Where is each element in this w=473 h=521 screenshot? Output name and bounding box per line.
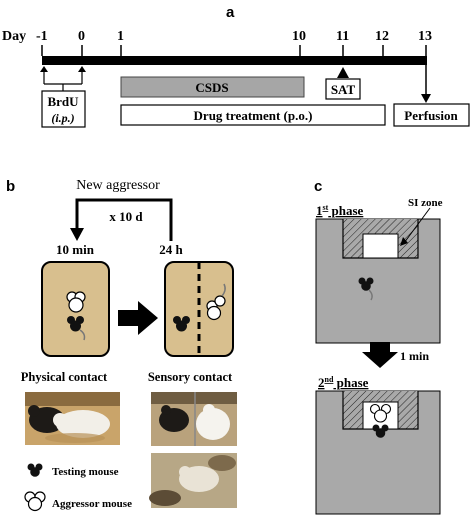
si-zone-pointer [403, 207, 431, 244]
si-zone-label: SI zone [408, 197, 443, 209]
time-left-label: 10 min [56, 242, 95, 257]
tick-label-minus1: -1 [36, 29, 48, 44]
aggressor-mouse-sensory [206, 283, 226, 321]
sat-label: SAT [331, 82, 356, 97]
panel-c-label: c [314, 178, 322, 195]
csds-label: CSDS [195, 80, 228, 95]
testing-mouse-sensory [173, 316, 190, 332]
perfusion-box [393, 103, 470, 127]
time-right-label: 24 h [159, 242, 183, 257]
testing-mouse-phase1 [358, 277, 374, 301]
phase1-label: 1st phase [316, 203, 364, 218]
panel-b-label: b [6, 178, 15, 195]
brdu-arrows [40, 66, 86, 91]
tick-label-11: 11 [336, 29, 349, 44]
tick-label-13: 13 [418, 29, 432, 44]
testing-mouse-physical [67, 316, 86, 341]
photo-physical-contact [25, 392, 120, 445]
photo-sensory-contact-2 [149, 453, 237, 508]
testing-mouse-phase2 [372, 424, 389, 438]
physical-contact-label: Physical contact [21, 370, 108, 384]
loop-arrow [70, 198, 173, 241]
aggressor-mouse-physical [66, 291, 86, 313]
phase2-label: 2nd phase [318, 375, 369, 390]
brdu-box [41, 90, 86, 128]
legend-testing-icon [27, 463, 43, 477]
perfusion-label: Perfusion [404, 108, 458, 123]
sat-box [325, 78, 361, 100]
new-aggressor-label: New aggressor [76, 178, 160, 193]
day-prefix: Day [2, 29, 26, 44]
brdu-label: BrdU [47, 94, 79, 109]
legend-aggressor-icon [24, 491, 46, 512]
panel-a-label: a [226, 4, 235, 21]
csds-bar [120, 76, 305, 98]
sat-marker [337, 67, 349, 78]
tick-label-1: 1 [117, 29, 124, 44]
brdu-route: (i.p.) [51, 111, 74, 125]
aggressor-mouse-phase2 [369, 403, 392, 423]
interval-label: 1 min [400, 349, 429, 363]
transition-arrow [118, 301, 158, 335]
phase-transition-arrow [362, 342, 398, 368]
legend-aggressor-label: Aggressor mouse [52, 498, 132, 510]
tick-label-12: 12 [375, 29, 389, 44]
tick-label-0: 0 [78, 29, 85, 44]
photo-sensory-contact-1 [151, 392, 237, 446]
timeline-bar [42, 56, 427, 65]
drug-treatment-label: Drug treatment (p.o.) [194, 108, 313, 123]
repeat-label: x 10 d [109, 209, 143, 224]
enclosure-phase1 [362, 233, 399, 259]
drug-treatment-bar [120, 104, 386, 126]
legend-testing-label: Testing mouse [52, 466, 119, 478]
tick-label-10: 10 [292, 29, 306, 44]
sensory-contact-label: Sensory contact [148, 370, 233, 384]
